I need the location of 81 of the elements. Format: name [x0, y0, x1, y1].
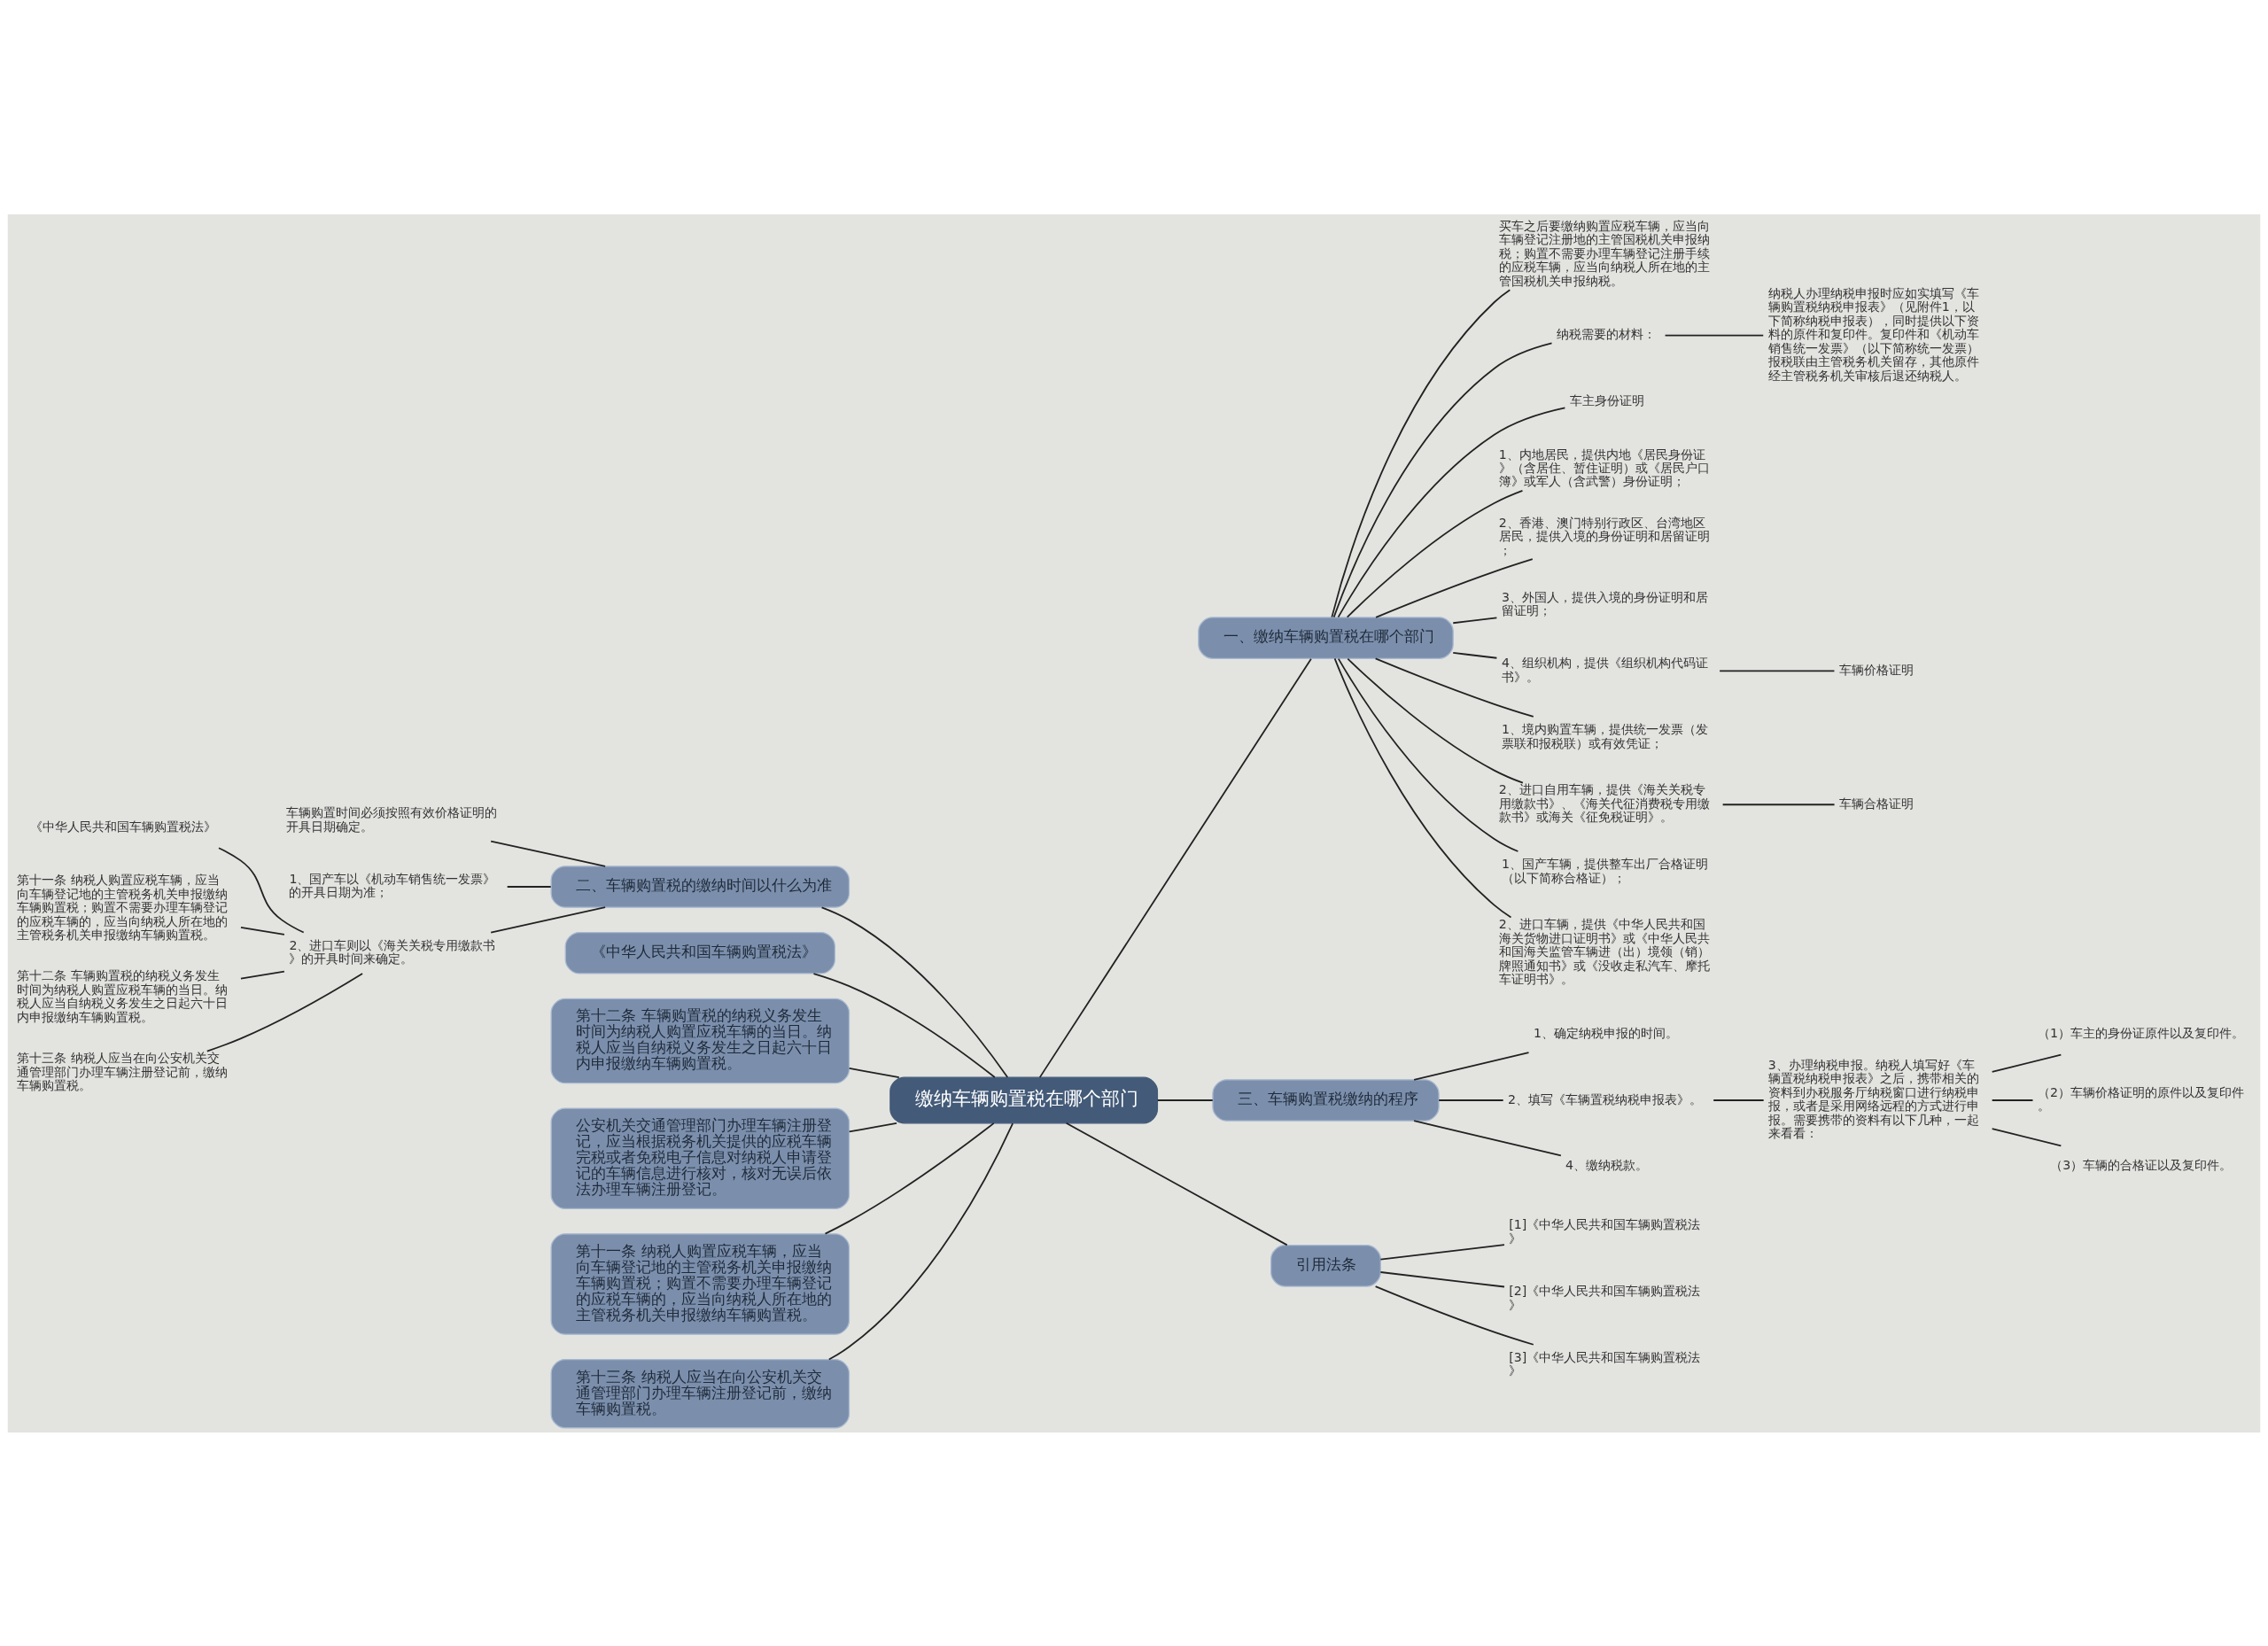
connector — [1721, 803, 1836, 805]
node-text: [1]《中华人民共和国车辆购置税法》 — [1509, 1216, 1701, 1246]
connector — [812, 972, 996, 1078]
node-text: （1）车主的身份证原件以及复印件。 — [2037, 1025, 2244, 1040]
node-text: （2）车辆价格证明的原件以及复印件。 — [2037, 1084, 2244, 1113]
node-box: 第十二条 车辆购置税的纳税义务发生时间为纳税人购置应税车辆的当日。纳税人应当自纳税义务发生之日起六十日内申报缴纳车辆购置税。 — [550, 998, 850, 1083]
connector — [1065, 1122, 1288, 1246]
connector — [1991, 1127, 2062, 1146]
connector — [827, 1122, 1014, 1360]
node-text: 第十一条 纳税人购置应税车辆，应当向车辆登记地的主管税务机关申报缴纳车辆购置税；购置不需要办理车辆登记的应税车辆的，应当向纳税人所在地的主管税务机关申报缴纳车辆购置税。 — [17, 872, 229, 942]
connector — [206, 972, 363, 1052]
connector — [1331, 288, 1511, 618]
node-box: 第十一条 纳税人购置应税车辆，应当向车辆登记地的主管税务机关申报缴纳车辆购置税；购置不需要办理车辆登记的应税车辆的，应当向纳税人所在地的主管税务机关申报缴纳车辆购置税。 — [550, 1232, 850, 1335]
node-text: 车辆购置时间必须按照有效价格证明的开具日期确定。 — [286, 804, 498, 834]
connector — [1413, 1051, 1530, 1081]
node-text: （3）车辆的合格证以及复印件。 — [2050, 1157, 2233, 1172]
node-text: [3]《中华人民共和国车辆购置税法》 — [1509, 1349, 1701, 1378]
node-text: 2、进口车辆，提供《中华人民共和国海关货物进口证明书》或《中华人民共和国海关监管车辆进（出）境领（销）牌照通知书》或《没收走私汽车、摩托车证明书》。 — [1498, 916, 1710, 986]
node-text: [2]《中华人民共和国车辆购置税法》 — [1509, 1283, 1701, 1312]
node-box: 一、缴纳车辆购置税在哪个部门 — [1198, 616, 1454, 659]
connector — [1664, 334, 1765, 336]
connector — [820, 905, 1009, 1078]
connector — [1991, 1099, 2034, 1101]
connector — [1374, 656, 1534, 718]
connector — [1379, 1243, 1505, 1261]
node-text: 2、香港、澳门特别行政区、台湾地区居民，提供入境的身份证明和居留证明； — [1498, 515, 1710, 557]
node-text: 车辆合格证明 — [1838, 796, 1914, 811]
node-text: 2、进口车则以《海关关税专用缴款书》的开具时间来确定。 — [289, 937, 496, 966]
node-box: 第十三条 纳税人应当在向公安机关交通管理部门办理车辆注册登记前，缴纳车辆购置税。 — [550, 1358, 850, 1428]
node-text: 第十三条 纳税人应当在向公安机关交通管理部门办理车辆注册登记前，缴纳车辆购置税。 — [17, 1050, 229, 1092]
node-text: 纳税人办理纳税申报时应如实填写《车辆购置税纳税申报表》（见附件1，以下简称纳税申报表），同时提供以下资料的原件和复印件。复印件和《机动车销售统一发票》（以下简称统一发票）报税联由主管税务机关留存，其他原件经主管税务机关审核后退还纳税人。 — [1767, 285, 1979, 383]
connector — [1333, 657, 1512, 918]
connector — [1991, 1053, 2062, 1073]
connector — [506, 885, 552, 888]
node-text: 车辆价格证明 — [1838, 662, 1914, 677]
node-text: 1、国产车辆，提供整车出厂合格证明（以下简称合格证）； — [1501, 856, 1708, 885]
node-text: 4、组织机构，提供《组织机构代码证书》。 — [1501, 655, 1708, 684]
connector — [1452, 617, 1498, 624]
connector — [1375, 557, 1534, 618]
node-box: 缴纳车辆购置税在哪个部门 — [889, 1076, 1159, 1123]
node-box: 公安机关交通管理部门办理车辆注册登记，应当根据税务机关提供的应税车辆完税或者免税电子信息对纳税人申请登记的车辆信息进行核对，核对无误后依法办理车辆注册登记。 — [550, 1106, 850, 1209]
connector — [848, 1067, 900, 1078]
connector — [1332, 342, 1553, 618]
node-text: 3、外国人，提供入境的身份证明和居留证明； — [1501, 589, 1708, 617]
connector — [1719, 670, 1836, 672]
connector — [1413, 1119, 1562, 1156]
node-text: 买车之后要缴纳购置应税车辆，应当向车辆登记注册地的主管国税机关申报纳税；购置不需要办理车辆登记注册手续的应税车辆，应当向纳税人所在地的主管国税机关申报纳税。 — [1498, 218, 1710, 288]
connector — [240, 970, 285, 980]
node-text: 3、办理纳税申报。纳税人填写好《车辆置税纳税申报表》之后，携带相关的资料到办税服务厅纳税窗口进行纳税申报，或者是采用网络远程的方式进行申报。需要携带的资料有以下几种，一起来看看： — [1767, 1057, 1979, 1140]
node-text: 1、境内购置车辆，提供统一发票（发票联和报税联）或有效凭证； — [1501, 721, 1708, 750]
node-box: 引用法条 — [1270, 1244, 1381, 1287]
node-text: 1、确定纳税申报的时间。 — [1534, 1025, 1679, 1040]
node-text: 1、国产车以《机动车销售统一发票》的开具日期为准； — [289, 871, 496, 899]
node-text: 《中华人民共和国车辆购置税法》 — [29, 819, 216, 834]
connector — [490, 840, 606, 867]
connector — [1347, 657, 1524, 784]
connector — [218, 846, 305, 933]
connector — [1346, 489, 1524, 618]
node-text: 车主身份证明 — [1569, 392, 1644, 408]
connector — [848, 1122, 897, 1132]
node-box: 三、车辆购置税缴纳的程序 — [1212, 1078, 1440, 1122]
connector — [1156, 1099, 1214, 1101]
connector — [1038, 657, 1312, 1078]
connector — [1452, 651, 1498, 659]
node-text: 纳税需要的材料： — [1556, 326, 1656, 341]
node-box: 二、车辆购置税的缴纳时间以什么为准 — [550, 865, 850, 908]
connector — [240, 926, 285, 936]
node-text: 2、进口自用车辆，提供《海关关税专用缴款书》、《海关代征消费税专用缴款书》或海关《征免税证明》。 — [1498, 781, 1710, 824]
node-text: 第十二条 车辆购置税的纳税义务发生时间为纳税人购置应税车辆的当日。纳税人应当自纳税义务发生之日起六十日内申报缴纳车辆购置税。 — [17, 967, 229, 1024]
connector — [1374, 1285, 1534, 1346]
connector — [1379, 1270, 1505, 1287]
node-box: 《中华人民共和国车辆购置税法》 — [564, 931, 835, 974]
connector — [1337, 406, 1566, 618]
connector — [1713, 1099, 1765, 1101]
connector — [1438, 1099, 1504, 1101]
node-text: 4、缴纳税款。 — [1565, 1157, 1649, 1172]
connector — [490, 905, 606, 933]
connector — [824, 1122, 995, 1235]
connector — [1337, 657, 1519, 852]
node-text: 2、填写《车辆置税纳税申报表》。 — [1508, 1091, 1703, 1106]
node-text: 1、内地居民，提供内地《居民身份证》（含居住、暂住证明）或《居民户口簿》或军人（含武警）身份证明； — [1498, 446, 1710, 488]
